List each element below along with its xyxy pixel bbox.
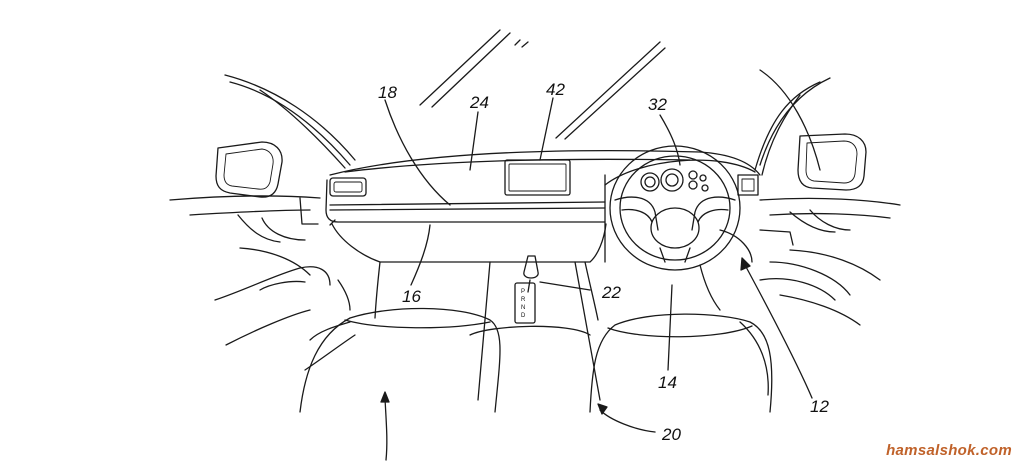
gear-letter-d: D bbox=[521, 313, 526, 319]
windshield-hatching bbox=[419, 29, 666, 140]
reference-numeral-18: 18 bbox=[378, 83, 397, 102]
watermark-text: hamsalshok.com bbox=[886, 442, 1012, 459]
dashboard bbox=[325, 149, 761, 263]
reference-numeral-24: 24 bbox=[469, 93, 489, 112]
reference-numeral-42: 42 bbox=[546, 80, 565, 99]
left-seat bbox=[299, 307, 501, 413]
gear-shifter: P R N D bbox=[514, 255, 539, 324]
gear-letter-r: R bbox=[521, 297, 526, 303]
reference-numeral-32: 32 bbox=[648, 95, 667, 114]
reference-numeral-20: 20 bbox=[661, 425, 681, 444]
right-side-mirror bbox=[797, 133, 867, 191]
gear-letter-n: N bbox=[521, 305, 525, 311]
leader-lines bbox=[380, 97, 813, 461]
right-seat bbox=[589, 313, 773, 413]
footwell bbox=[337, 261, 721, 321]
reference-numeral-22: 22 bbox=[601, 283, 621, 302]
right-door bbox=[759, 197, 901, 326]
center-display bbox=[504, 159, 571, 196]
gear-letter-p: P bbox=[521, 289, 525, 295]
center-console bbox=[469, 261, 601, 401]
reference-numeral-12: 12 bbox=[810, 397, 829, 416]
steering-wheel bbox=[609, 145, 741, 271]
left-side-mirror bbox=[215, 141, 283, 198]
left-air-vent bbox=[329, 177, 367, 197]
a-pillars bbox=[224, 69, 831, 176]
left-door bbox=[169, 195, 331, 346]
reference-numeral-14: 14 bbox=[658, 373, 677, 392]
reference-numeral-16: 16 bbox=[402, 287, 421, 306]
instrument-cluster bbox=[640, 168, 709, 192]
